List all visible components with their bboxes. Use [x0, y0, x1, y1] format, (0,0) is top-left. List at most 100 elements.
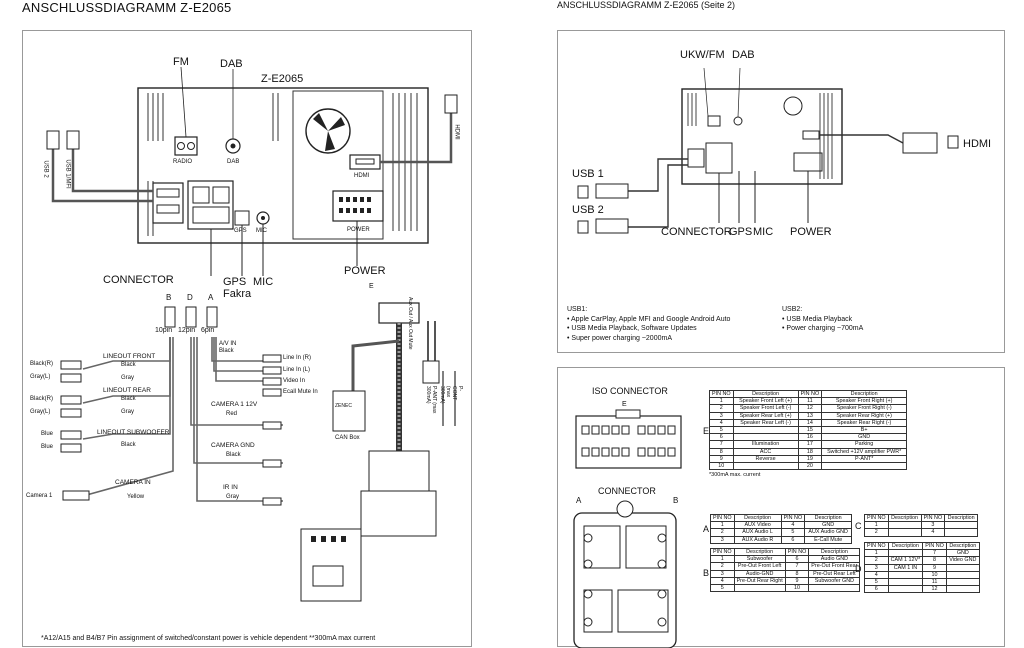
pin-description-cell: [821, 461, 908, 471]
pin-description-cell: Speaker Front Right (-): [821, 404, 908, 413]
p-cont-label: P-CONT (max 300mA): [439, 386, 463, 404]
line-in-l-label: Line In (L): [283, 367, 311, 373]
table-b-letter: B: [703, 568, 710, 578]
ir-gray-label: Gray: [226, 494, 240, 500]
aux-out-label: Aux Out / Aux Out Mute: [407, 297, 413, 350]
pin-description-cell: AUX Audio R: [733, 535, 782, 544]
head-unit-rear: [681, 88, 843, 185]
left-wiring-diagram: [46, 66, 458, 602]
harness-b-label: B: [166, 293, 172, 302]
pin-description-cell: GND: [945, 549, 980, 558]
camera-12v-red-label: Red: [226, 411, 238, 417]
usb1-plug-icon: [66, 130, 80, 150]
camera1-label: Camera 1: [26, 493, 53, 499]
iso-header-desc: Description: [732, 389, 799, 399]
d-header-pin: PIN NO: [864, 541, 889, 551]
sub-blue-label-1: Blue: [41, 431, 54, 437]
pin-description-cell: [887, 585, 924, 594]
page1-title: ANSCHLUSSDIAGRAMM Z-E2065: [22, 0, 232, 15]
iso-connector-icon: [575, 415, 682, 469]
pin-number-cell: 5: [709, 425, 734, 435]
gps-label: GPS: [729, 226, 753, 238]
pin-number-cell: 5: [864, 577, 889, 587]
pin-description-cell: Speaker Front Right (+): [821, 397, 908, 406]
dab-port-label: DAB: [227, 159, 240, 165]
pin12-label: 12pin: [178, 327, 196, 334]
front-black-r-label: Black(R): [30, 361, 54, 367]
power-port: [332, 190, 384, 222]
model-label: Z-E2065: [261, 73, 304, 85]
fan-icon: [305, 108, 351, 154]
pin-number-cell: 4: [780, 521, 806, 530]
pin-description-cell: GND: [804, 521, 853, 530]
mic-label: MIC: [753, 226, 774, 238]
pin-number-cell: 3: [864, 563, 889, 572]
pin-description-cell: Illumination: [732, 440, 799, 449]
pin-number-cell: 10: [784, 583, 810, 593]
pin-description-cell: Subwoofer GND: [808, 576, 861, 585]
pin-number-cell: 4: [864, 570, 889, 579]
usb2-notes-heading: USB2:: [782, 306, 803, 313]
pin-description-cell: Parking: [821, 440, 908, 449]
a-header-pin: PIN NO: [710, 513, 735, 523]
pin-number-cell: 9: [784, 576, 810, 585]
pin-number-cell: 18: [797, 447, 823, 456]
usb2-vertical-label: USB 2: [42, 160, 49, 178]
pin-number-cell: 9: [709, 454, 734, 463]
pin-description-cell: Pre-Out Front Rear: [808, 562, 861, 571]
pin-description-cell: Switched +12V amplifier PWR*: [821, 447, 908, 456]
pin-number-cell: 3: [710, 569, 735, 578]
usb1-note-2: • USB Media Playback, Software Updates: [567, 325, 697, 332]
pin-number-cell: 19: [797, 454, 823, 463]
d-header-pin2: PIN NO: [922, 541, 947, 551]
pin-description-cell: Speaker Rear Right (-): [821, 418, 908, 427]
pin-number-cell: 4: [710, 576, 735, 585]
a-header-pin2: PIN NO: [780, 513, 806, 523]
right-top-panel: UKW/FM DAB HDMI USB 1 USB 2 CONNECTOR GP…: [557, 30, 1005, 353]
hdmi-port: [349, 154, 381, 170]
pin-number-cell: 5: [710, 583, 735, 593]
pin-number-cell: 2: [864, 528, 889, 537]
pin-description-cell: [887, 549, 924, 558]
pin-description-cell: E-Call Mute: [804, 535, 853, 544]
pin6-label: 6pin: [201, 327, 215, 334]
power-port-label: POWER: [347, 227, 370, 233]
pin-number-cell: 6: [864, 585, 889, 594]
table-row: 5 10: [710, 583, 861, 593]
b-header-pin: PIN NO: [710, 547, 735, 557]
pin-number-cell: 3: [920, 521, 946, 530]
camera-in-label: CAMERA IN: [115, 479, 151, 486]
pin-description-cell: Subwoofer: [733, 555, 786, 564]
footnote: *A12/A15 and B4/B7 Pin assignment of swi…: [41, 635, 376, 642]
c-header-pin2: PIN NO: [920, 513, 946, 523]
zenec-logo: ZENEC: [335, 403, 352, 409]
e-label: E: [369, 283, 374, 290]
iso-plug: [378, 302, 420, 324]
sub-blue-label-2: Blue: [41, 444, 54, 450]
connector-icon: [573, 512, 677, 648]
pin-number-cell: 10: [709, 461, 734, 471]
pin-description-cell: P-ANT*: [821, 454, 908, 463]
pin-number-cell: 4: [709, 418, 734, 427]
connector-label: CONNECTOR: [661, 226, 732, 238]
pin-number-cell: 1: [710, 521, 735, 530]
ecall-mute-label: Ecall Mute In: [283, 389, 318, 395]
usb1-notes: USB1: • Apple CarPlay, Apple MFI and Goo…: [567, 305, 730, 343]
usb2-note-2: • Power charging ~700mA: [782, 325, 864, 332]
lineout-sub-label: LINEOUT SUBWOOFER: [97, 429, 170, 436]
radio-port-label: RADIO: [173, 159, 193, 165]
pin-description-cell: [945, 570, 980, 579]
